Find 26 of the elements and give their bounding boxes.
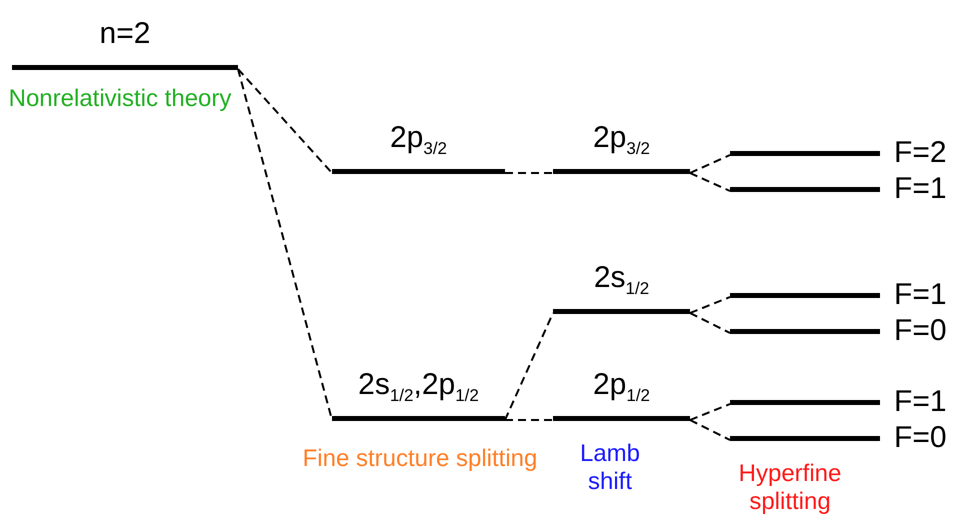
level-label: 2p$_{1/2}$ xyxy=(592,368,651,407)
dashed-connector xyxy=(504,312,554,420)
dashed-connector xyxy=(690,419,730,441)
column-caption: Lamb shift xyxy=(578,440,642,496)
level-label: 2s$_{1/2}$,2p$_{1/2}$ xyxy=(357,368,480,407)
level-label: n=2 xyxy=(98,17,152,51)
level-label: F=0 xyxy=(894,421,947,455)
level-label: F=1 xyxy=(894,172,947,206)
level-label: F=2 xyxy=(894,136,947,170)
dashed-connector xyxy=(690,172,730,192)
level-label: 2p$_{3/2}$ xyxy=(592,121,651,160)
level-label: 2s$_{1/2}$ xyxy=(592,261,650,300)
dashed-connector xyxy=(690,296,730,314)
dashed-connector xyxy=(505,419,553,421)
dashed-connector xyxy=(237,68,333,174)
dashed-connector xyxy=(690,312,730,334)
dashed-connector xyxy=(505,172,553,174)
level-label: 2p$_{3/2}$ xyxy=(388,121,448,160)
level-label: F=0 xyxy=(894,314,947,348)
column-caption: Hyperfine splitting xyxy=(738,460,842,516)
column-caption: Fine structure splitting xyxy=(302,445,538,473)
dashed-connector xyxy=(690,154,730,174)
column-caption: Nonrelativistic theory xyxy=(8,85,232,113)
level-label: F=1 xyxy=(894,278,947,312)
dashed-connector xyxy=(690,403,730,421)
level-label: F=1 xyxy=(894,385,947,419)
